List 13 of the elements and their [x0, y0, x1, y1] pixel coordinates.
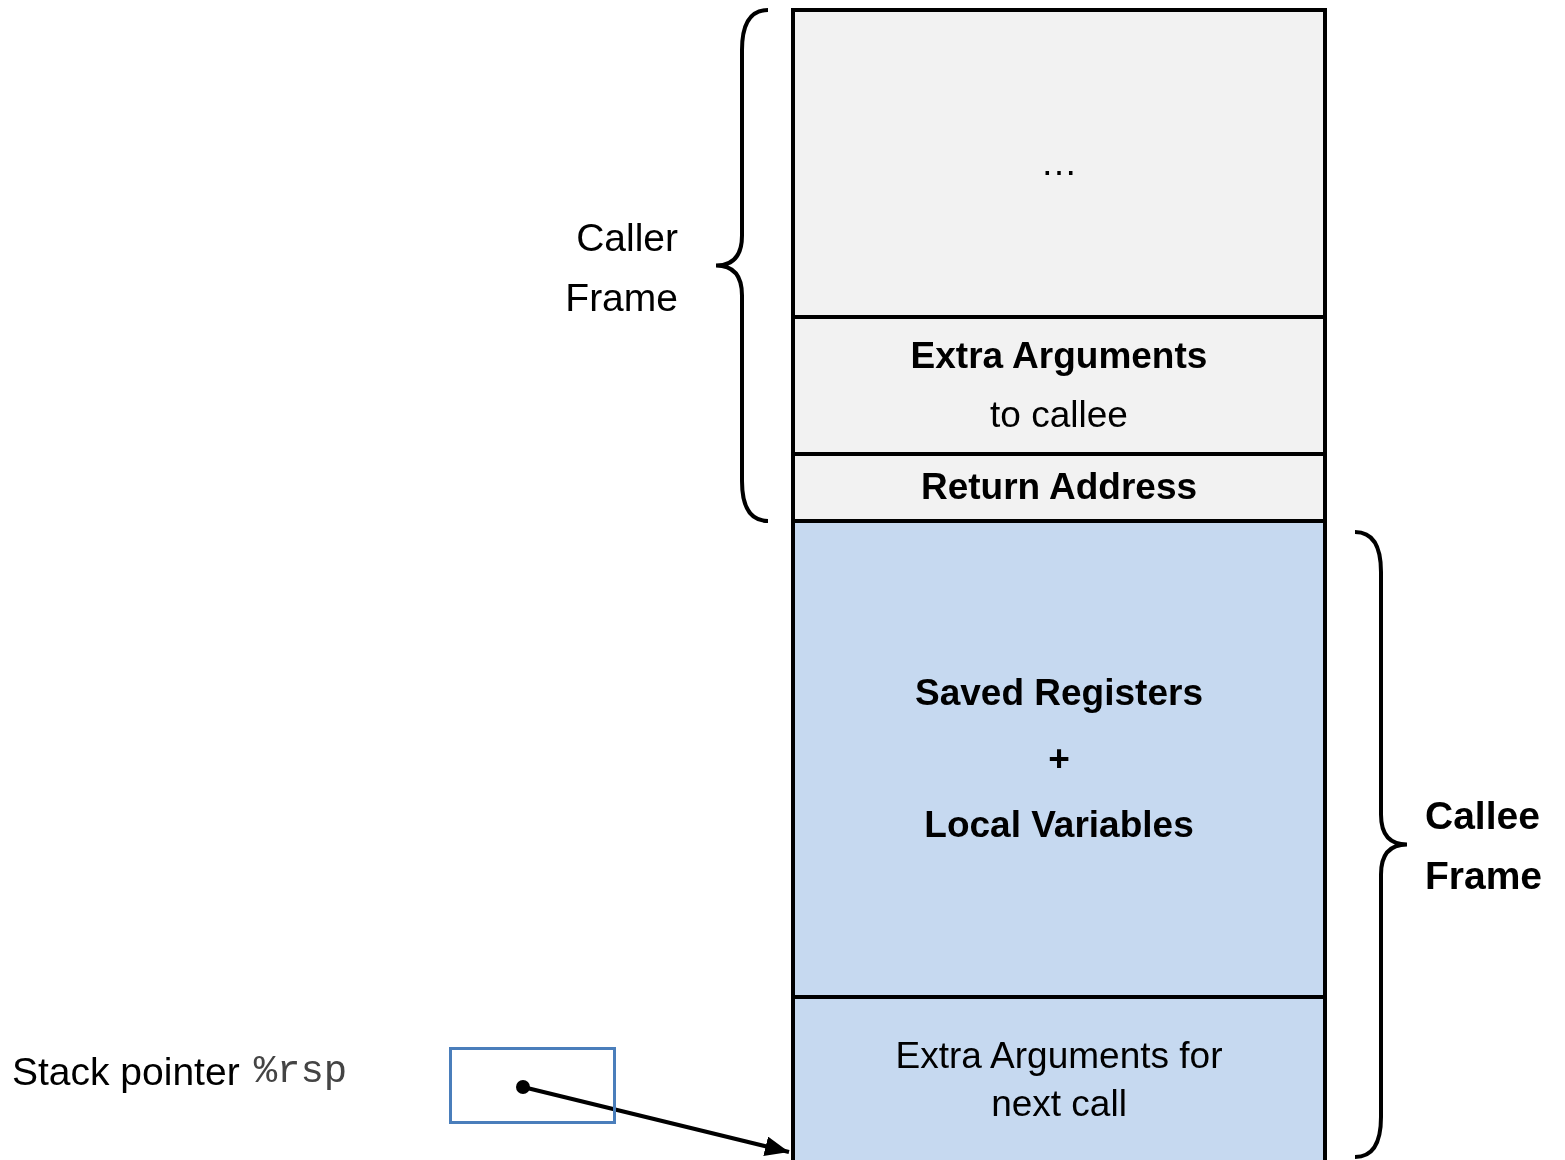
- cell-text: Saved Registers: [915, 670, 1203, 715]
- cell-text: Local Variables: [924, 803, 1194, 848]
- cell-text: +: [1048, 736, 1070, 781]
- register-box: [449, 1047, 616, 1124]
- cell-text: Extra Arguments for next call: [894, 1033, 1224, 1126]
- register-name: %rsp: [253, 1049, 348, 1096]
- pointer-label: Stack pointer: [12, 1049, 240, 1095]
- cell-text: …: [1040, 141, 1078, 186]
- cell-text: Extra Arguments: [910, 334, 1208, 379]
- cell-text: Return Address: [920, 465, 1198, 510]
- frame-label: Caller Frame: [564, 215, 678, 321]
- frame-label: Callee Frame: [1425, 793, 1544, 899]
- cell-text: to callee: [990, 392, 1128, 437]
